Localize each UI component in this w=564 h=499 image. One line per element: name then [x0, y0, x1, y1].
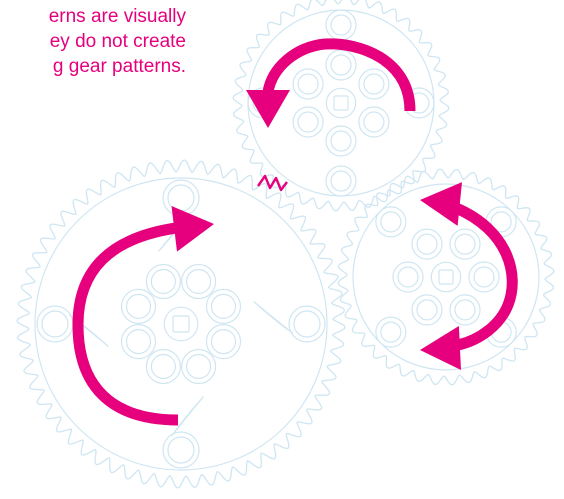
right-gear-hole-outer — [449, 294, 481, 326]
top-gear-hub — [325, 87, 357, 119]
large-gear-hole-outer — [181, 263, 217, 300]
large-gear-hole — [186, 353, 212, 380]
large-gear-hole-outer — [120, 324, 157, 360]
large-gear-outer-hole-outer — [162, 431, 200, 469]
gears-layer — [16, 0, 555, 489]
top-gear-hole — [363, 111, 385, 133]
top-gear-hole — [297, 73, 319, 95]
right-gear-hole — [397, 266, 419, 288]
top-gear-arrow — [262, 38, 416, 112]
right-gear-hole-outer — [411, 228, 443, 260]
large-gear-hole-outer — [145, 348, 181, 385]
top-gear-arrowhead — [246, 90, 290, 128]
large-gear-slot — [171, 396, 204, 436]
top-gear-outer-hole-outer — [325, 165, 357, 197]
large-gear-hole — [125, 329, 152, 355]
right-gear-hole — [416, 233, 438, 255]
right-gear-hole — [454, 299, 476, 321]
large-gear-slot — [253, 301, 293, 334]
top-gear-hole-outer — [358, 68, 390, 100]
caption-text: erns are visually ey do not create g gea… — [0, 4, 186, 79]
right-gear-teeth — [337, 168, 555, 386]
top-gear-hole-outer — [325, 49, 357, 81]
top-gear-hole-outer — [292, 106, 324, 138]
right-gear-hole-outer — [449, 228, 481, 260]
right-gear-outer-hole-outer — [375, 206, 407, 238]
right-gear-outer-hole — [490, 211, 512, 233]
large-gear-hole — [210, 329, 237, 355]
top-gear-hole-outer — [358, 106, 390, 138]
right-gear-hole — [454, 233, 476, 255]
large-gear-slot — [69, 314, 109, 347]
right-gear-outer-hole — [380, 211, 402, 233]
caption-line-1: erns are visually — [48, 6, 186, 27]
top-gear-hole-outer — [292, 68, 324, 100]
right-gear-arrowhead-top — [420, 182, 462, 226]
top-gear-outer-hole — [330, 170, 352, 192]
right-gear-outer-hole-outer — [375, 316, 407, 348]
large-gear-hole — [150, 353, 176, 380]
large-gear-arrowhead — [171, 206, 214, 252]
right-gear-arrow — [453, 202, 518, 351]
right-gear-axle — [438, 269, 454, 285]
right-gear-hole-outer — [392, 261, 424, 293]
large-gear-slot — [158, 212, 191, 252]
right-gear-hole-outer — [468, 261, 500, 293]
top-gear-hole — [363, 73, 385, 95]
top-gear — [232, 0, 450, 212]
top-gear-hole — [330, 130, 352, 152]
mesh-squiggle-icon — [257, 174, 288, 192]
right-gear-rim — [352, 183, 540, 371]
right-gear-hole — [473, 266, 495, 288]
large-gear-hole-outer — [205, 288, 242, 324]
large-gear-arrow — [72, 222, 179, 426]
large-gear-hole-outer — [145, 263, 181, 300]
right-gear-hub — [430, 261, 462, 293]
top-gear-outer-hole-outer — [403, 87, 435, 119]
large-gear-rim — [34, 177, 328, 471]
large-gear-outer-hole — [293, 310, 321, 338]
top-gear-hole — [297, 111, 319, 133]
right-gear-arrowhead-bottom — [420, 326, 461, 370]
large-gear-hole — [186, 268, 212, 295]
large-gear-outer-hole — [41, 310, 69, 338]
large-gear — [16, 159, 346, 489]
large-gear-hole-outer — [120, 288, 157, 324]
large-gear-teeth — [16, 159, 346, 489]
large-gear-hole-outer — [205, 324, 242, 360]
top-gear-axle — [333, 95, 349, 111]
top-gear-outer-hole — [330, 14, 352, 36]
large-gear-hole-outer — [181, 348, 217, 385]
large-gear-axle — [172, 315, 190, 333]
caption-line-2: ey do not create — [49, 31, 186, 52]
top-gear-hole — [330, 54, 352, 76]
caption-line-3: g gear patterns. — [52, 56, 186, 77]
large-gear-hub — [163, 306, 199, 342]
right-gear-hole-outer — [411, 294, 443, 326]
large-gear-outer-hole — [167, 436, 195, 464]
large-gear-hole — [210, 293, 237, 319]
right-gear-outer-hole — [380, 321, 402, 343]
right-gear-hole — [416, 299, 438, 321]
arrows-layer — [72, 38, 518, 426]
large-gear-hole — [125, 293, 152, 319]
large-gear-outer-hole-outer — [288, 305, 326, 343]
top-gear-hole-outer — [325, 125, 357, 157]
top-gear-teeth — [232, 0, 450, 212]
large-gear-hole — [150, 268, 176, 295]
